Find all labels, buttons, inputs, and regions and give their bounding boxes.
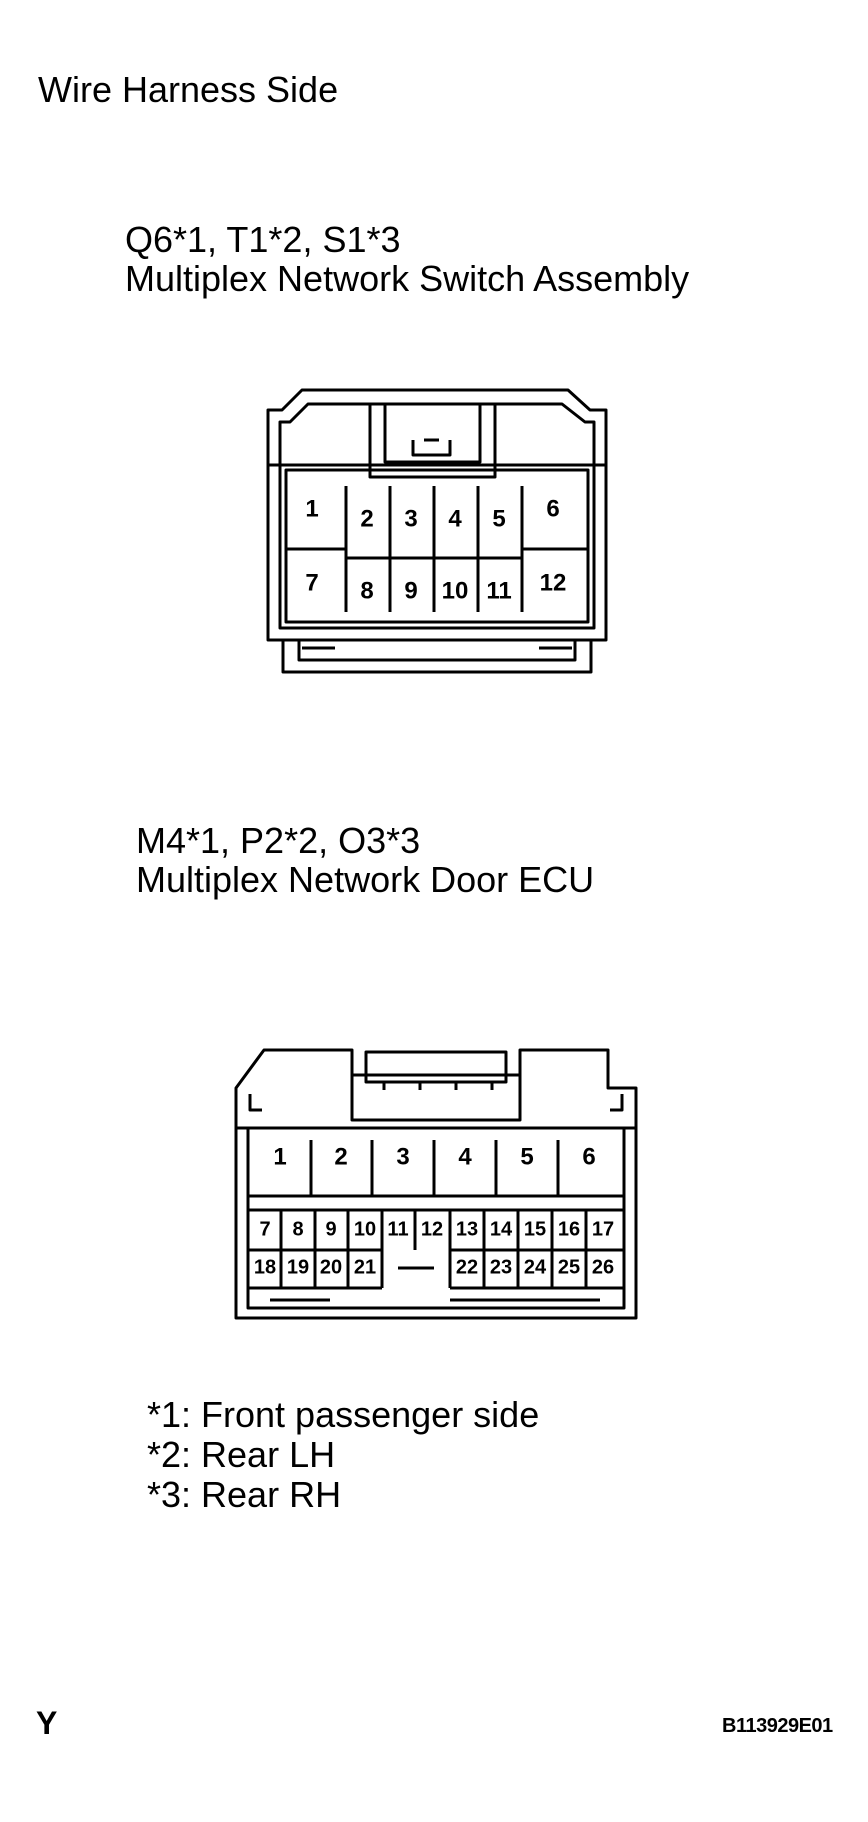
connector2-pin-11: 11 xyxy=(387,1218,408,1240)
connector1-name: Multiplex Network Switch Assembly xyxy=(125,258,690,299)
connector1-pin-8: 8 xyxy=(360,577,373,604)
footnote-2: *2: Rear LH xyxy=(147,1434,336,1475)
connector2-pin-22: 22 xyxy=(456,1256,478,1278)
connector2-name: Multiplex Network Door ECU xyxy=(136,859,595,900)
connector2-pin-26: 26 xyxy=(592,1256,614,1278)
connector1-codes: Q6*1, T1*2, S1*3 xyxy=(125,219,401,260)
connector1-pin-4: 4 xyxy=(448,505,462,532)
page-heading: Wire Harness Side xyxy=(38,69,339,110)
connector2-pin-1: 1 xyxy=(273,1143,286,1170)
connector1-pin-9: 9 xyxy=(404,577,417,604)
figure-code: B113929E01 xyxy=(722,1715,833,1737)
connector2-pin-25: 25 xyxy=(558,1256,580,1278)
connector2-pin-15: 15 xyxy=(524,1218,546,1240)
connector2-pin-14: 14 xyxy=(490,1218,513,1240)
connector2-pin-6: 6 xyxy=(582,1143,595,1170)
connector2-pin-8: 8 xyxy=(292,1218,303,1240)
connector1-pin-7: 7 xyxy=(305,569,318,596)
connector2-pin-2: 2 xyxy=(334,1143,347,1170)
connector2-pin-9: 9 xyxy=(325,1218,336,1240)
connector2-pin-18: 18 xyxy=(254,1256,276,1278)
footnote-3: *3: Rear RH xyxy=(147,1474,342,1515)
connector1-housing xyxy=(266,388,608,674)
connector2-pin-10: 10 xyxy=(354,1218,376,1240)
connector2-pin-19: 19 xyxy=(287,1256,309,1278)
connector2-pin-7: 7 xyxy=(259,1218,270,1240)
connector1-pin-3: 3 xyxy=(404,505,417,532)
connector2-housing xyxy=(234,1048,638,1320)
connector2-pin-13: 13 xyxy=(456,1218,478,1240)
connector2-pin-3: 3 xyxy=(396,1143,409,1170)
connector2-pin-24: 24 xyxy=(524,1256,547,1278)
footnote-1: *1: Front passenger side xyxy=(147,1394,540,1435)
connector2-codes: M4*1, P2*2, O3*3 xyxy=(136,820,421,861)
connector2-pin-4: 4 xyxy=(458,1143,472,1170)
connector1-pin-11: 11 xyxy=(486,577,511,604)
connector1-pin-6: 6 xyxy=(546,495,559,522)
connector1-pin-1: 1 xyxy=(305,495,318,522)
connector2-pin-5: 5 xyxy=(520,1143,533,1170)
connector1-pin-5: 5 xyxy=(492,505,505,532)
connector2-pin-12: 12 xyxy=(421,1218,443,1240)
connector2-pin-17: 17 xyxy=(592,1218,614,1240)
connector1-pin-12: 12 xyxy=(540,569,567,596)
connector2-pin-23: 23 xyxy=(490,1256,512,1278)
connector1-pin-10: 10 xyxy=(442,577,469,604)
corner-mark: Y xyxy=(36,1705,58,1741)
connector2-pin-20: 20 xyxy=(320,1256,342,1278)
connector1-pin-2: 2 xyxy=(360,505,373,532)
connector2-pin-16: 16 xyxy=(558,1218,580,1240)
connector2-pin-21: 21 xyxy=(354,1256,376,1278)
